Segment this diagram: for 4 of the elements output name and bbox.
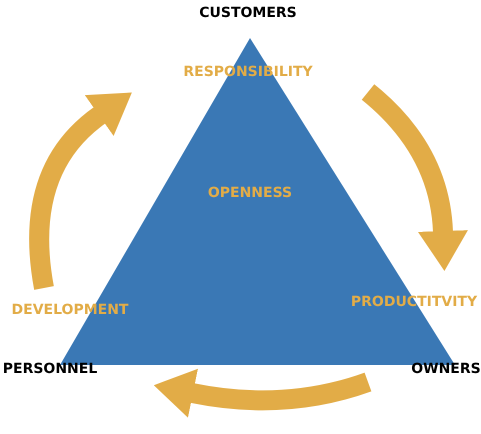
corner-label: PERSONNEL bbox=[2, 361, 98, 377]
corner-label: OWNERS bbox=[411, 361, 481, 377]
corner-label: CUSTOMERS bbox=[199, 5, 297, 21]
triangle-label: OPENNESS bbox=[208, 185, 292, 201]
